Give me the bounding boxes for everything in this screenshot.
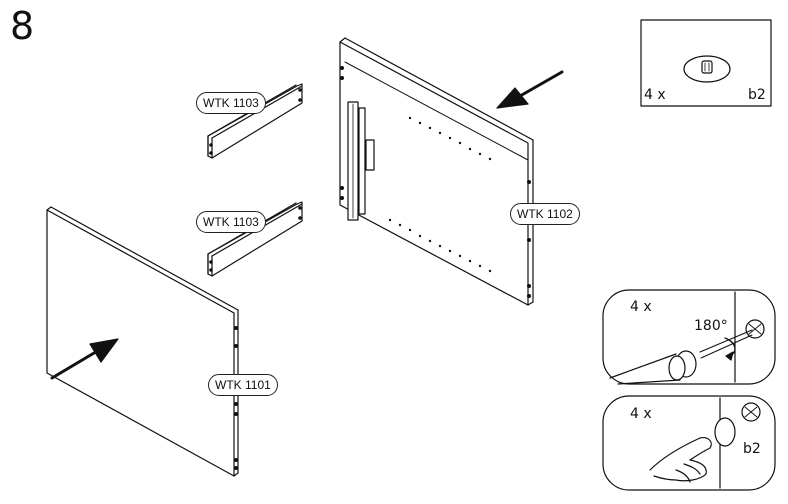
arrow-toward-panel-1102 xyxy=(496,70,564,109)
step-number: 8 xyxy=(10,4,35,48)
detail-rotate-cam xyxy=(602,289,776,385)
label-wtk-1103-top: WTK 1103 xyxy=(196,92,266,114)
parts-box-part-code: b2 xyxy=(748,87,766,103)
press-detail-part-code: b2 xyxy=(743,441,761,457)
detail-press-cap xyxy=(602,395,776,491)
rotate-detail-quantity: 4 x xyxy=(630,299,652,315)
hole-row-bottom xyxy=(388,218,492,273)
parts-box-quantity: 4 x xyxy=(644,87,666,103)
label-wtk-1103-middle: WTK 1103 xyxy=(196,211,266,233)
press-detail-quantity: 4 x xyxy=(630,406,652,422)
label-wtk-1102: WTK 1102 xyxy=(510,203,580,225)
parts-box xyxy=(640,19,772,107)
label-wtk-1101: WTK 1101 xyxy=(208,374,278,396)
panel-wtk-1101 xyxy=(46,206,239,477)
panel-wtk-1102 xyxy=(339,37,534,306)
arrow-toward-panel-1101 xyxy=(50,338,119,380)
hole-row-top xyxy=(408,116,492,161)
rotate-detail-angle: 180° xyxy=(694,318,728,334)
